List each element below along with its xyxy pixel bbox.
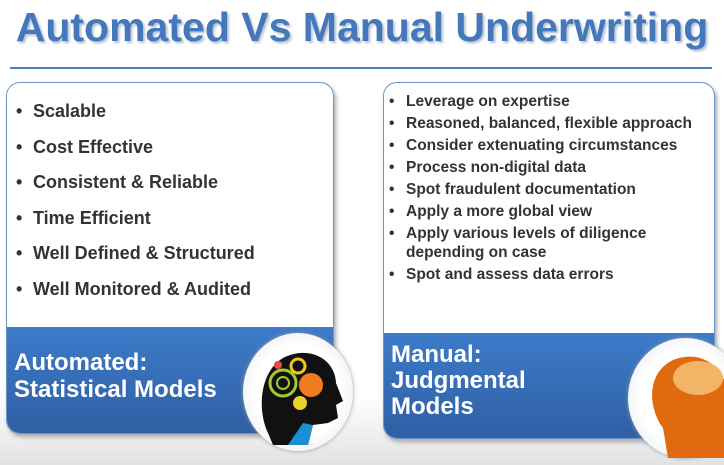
automated-list: Scalable Cost Effective Consistent & Rel… — [7, 101, 333, 300]
slide-title: Automated Vs Manual Underwriting — [15, 4, 709, 50]
manual-label-line2: Judgmental — [391, 367, 526, 394]
list-item: Time Efficient — [13, 208, 333, 229]
brain-head-icon — [628, 338, 724, 458]
list-item: Reasoned, balanced, flexible approach — [386, 114, 714, 133]
list-item: Cost Effective — [13, 137, 333, 158]
manual-list: Leverage on expertise Reasoned, balanced… — [384, 92, 714, 284]
list-item: Well Defined & Structured — [13, 243, 333, 264]
list-item: Spot fraudulent documentation — [386, 180, 714, 199]
list-item: Consider extenuating circumstances — [386, 136, 714, 155]
list-item: Apply a more global view — [386, 202, 714, 221]
list-item: Consistent & Reliable — [13, 172, 333, 193]
list-item: Scalable — [13, 101, 333, 122]
list-item: Well Monitored & Audited — [13, 279, 333, 300]
list-item: Leverage on expertise — [386, 92, 714, 111]
manual-label-line1: Manual: — [391, 341, 482, 368]
list-item: Apply various levels of diligence depend… — [386, 224, 714, 262]
manual-label-line3: Models — [391, 393, 474, 420]
title-divider — [10, 67, 712, 69]
list-item: Process non-digital data — [386, 158, 714, 177]
gear-head-icon — [243, 333, 353, 451]
automated-label-line1: Automated: — [14, 349, 148, 376]
list-item: Spot and assess data errors — [386, 265, 714, 284]
automated-label-line2: Statistical Models — [14, 376, 217, 403]
